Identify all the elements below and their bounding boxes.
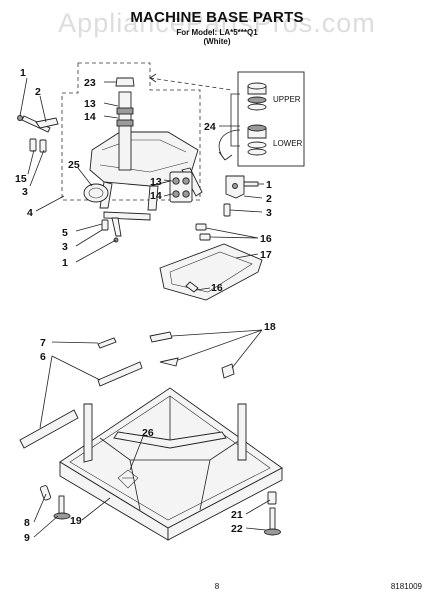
callout-5: 5: [62, 227, 68, 239]
callout-26: 26: [142, 427, 154, 439]
lower-left-bracket: [101, 211, 151, 243]
base-rails: [19, 337, 143, 449]
lower-label: LOWER: [273, 139, 303, 148]
callout-1-top-left: 1: [20, 67, 26, 79]
callout-8: 8: [24, 517, 30, 529]
callout-14-upper: 14: [84, 111, 96, 123]
leveling-legs: [39, 485, 281, 536]
callout-24: 24: [204, 121, 216, 133]
machine-base-frame: [59, 387, 283, 541]
callout-4: 4: [27, 207, 33, 219]
callout-6: 6: [40, 351, 46, 363]
page-number: 8: [214, 582, 220, 591]
callout-2-top-left: 2: [35, 86, 41, 98]
callout-16-top: 16: [260, 233, 272, 245]
callout-25: 25: [68, 159, 80, 171]
callout-3-top-left: 3: [22, 186, 28, 198]
callout-9: 9: [24, 532, 30, 544]
callout-17: 17: [260, 249, 272, 261]
left-mounting-parts: [17, 115, 59, 153]
page-title: MACHINE BASE PARTS: [130, 9, 304, 26]
callout-23: 23: [84, 77, 96, 89]
callout-19: 19: [70, 515, 82, 527]
callout-15: 15: [15, 173, 27, 185]
callout-2-right: 2: [266, 193, 272, 205]
callout-1-lower-left: 1: [62, 257, 68, 269]
callout-1-right: 1: [266, 179, 272, 191]
color-line: (White): [203, 37, 231, 46]
callout-3-lower-left: 3: [62, 241, 68, 253]
callout-13-upper: 13: [84, 98, 96, 110]
callout-22: 22: [231, 523, 243, 535]
clip-parts: [149, 331, 235, 379]
callout-14-right: 14: [150, 190, 162, 202]
upper-label: UPPER: [273, 95, 301, 104]
callout-21: 21: [231, 509, 243, 521]
callout-3-right: 3: [266, 207, 272, 219]
callout-13-right: 13: [150, 176, 162, 188]
callout-16-lower: 16: [211, 282, 223, 294]
right-mounting-parts: [223, 175, 259, 217]
upper-lower-inset: [237, 71, 305, 167]
transmission-assembly: [61, 62, 203, 211]
document-code: 8181009: [390, 582, 422, 591]
callout-18: 18: [264, 321, 276, 333]
callout-7: 7: [40, 337, 46, 349]
leader-lines: [19, 77, 271, 538]
model-line: For Model: LA*5***Q1: [176, 28, 258, 37]
